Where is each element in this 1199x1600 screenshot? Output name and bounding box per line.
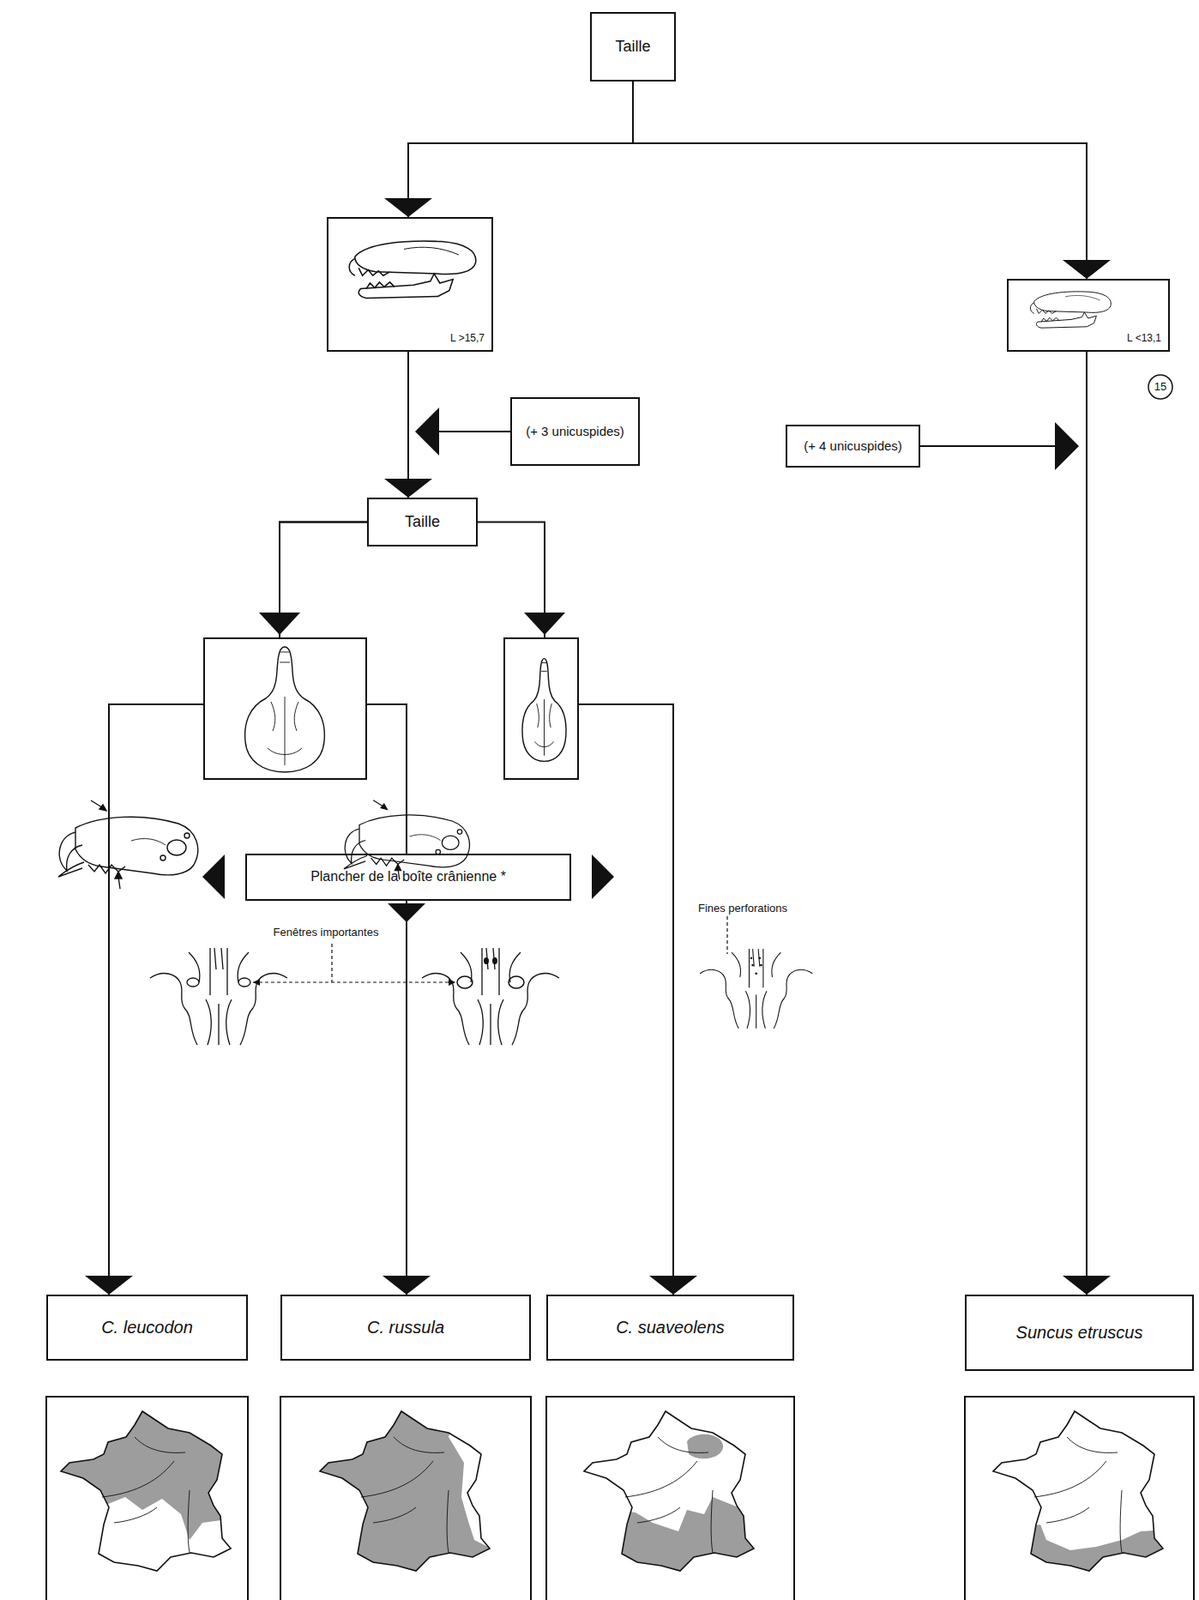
criterion-box: Plancher de la boîte crânienne * <box>245 853 572 901</box>
box-text: L <13,1 <box>1126 332 1162 345</box>
pointer-arrow <box>415 407 1079 470</box>
cranial-floor-drawing <box>421 947 560 1045</box>
annotation-label: Fines perforations <box>696 902 790 916</box>
distribution-map <box>964 1396 1194 1600</box>
arrowhead <box>202 854 615 922</box>
callout-circle <box>1148 374 1173 399</box>
arrowhead <box>259 612 566 635</box>
connector <box>408 81 633 217</box>
box-text: C. leucodon <box>101 1317 193 1338</box>
connector-group <box>108 81 1087 1295</box>
note-box: (+ 4 unicuspides) <box>785 424 921 468</box>
box-text: (+ 3 unicuspides) <box>525 423 625 439</box>
skull-lateral-drawing <box>343 800 470 880</box>
skull-dorsal-drawing <box>522 658 567 762</box>
box-text: C. russula <box>367 1317 445 1338</box>
skull-box <box>204 638 367 779</box>
connector <box>632 81 1087 279</box>
species-box: C. russula <box>280 1294 531 1361</box>
distribution-map <box>46 1396 248 1600</box>
skull-box <box>504 638 579 779</box>
box-text: L >15,7 <box>450 332 485 345</box>
skull-drawing <box>1030 291 1111 328</box>
box-text: (+ 4 unicuspides) <box>803 438 903 453</box>
criterion-box: Taille <box>367 497 478 547</box>
skull-dorsal-drawing <box>245 646 326 772</box>
connector <box>477 522 674 1296</box>
box-text: C. suaveolens <box>615 1317 725 1338</box>
connector <box>1085 351 1088 1295</box>
connector <box>405 900 408 1295</box>
species-box: Suncus etruscus <box>964 1294 1194 1371</box>
box-text: Suncus etruscus <box>1016 1322 1144 1343</box>
leader-line <box>253 915 728 983</box>
species-box: C. leucodon <box>46 1294 248 1361</box>
callout-number: 15 <box>1152 380 1169 394</box>
skull-drawing <box>349 241 476 299</box>
connector <box>108 522 368 1296</box>
cranial-floor-drawing <box>150 947 288 1045</box>
annotation-label: Fenêtres importantes <box>271 926 381 940</box>
skull-lateral-drawing <box>58 800 199 889</box>
criterion-box: Taille <box>590 12 676 82</box>
species-box: C. suaveolens <box>546 1294 795 1361</box>
distribution-map <box>280 1396 531 1600</box>
connector <box>407 351 410 498</box>
note-box: (+ 3 unicuspides) <box>510 397 640 466</box>
distribution-map <box>546 1396 795 1600</box>
skull-size-box: L <13,1 <box>1006 278 1170 352</box>
box-text: Plancher de la boîte crânienne * <box>310 868 507 885</box>
box-text: Taille <box>614 37 651 56</box>
cranial-floor-drawing <box>699 948 813 1029</box>
skull-size-box: L >15,7 <box>326 216 494 352</box>
box-text: Taille <box>404 512 440 531</box>
